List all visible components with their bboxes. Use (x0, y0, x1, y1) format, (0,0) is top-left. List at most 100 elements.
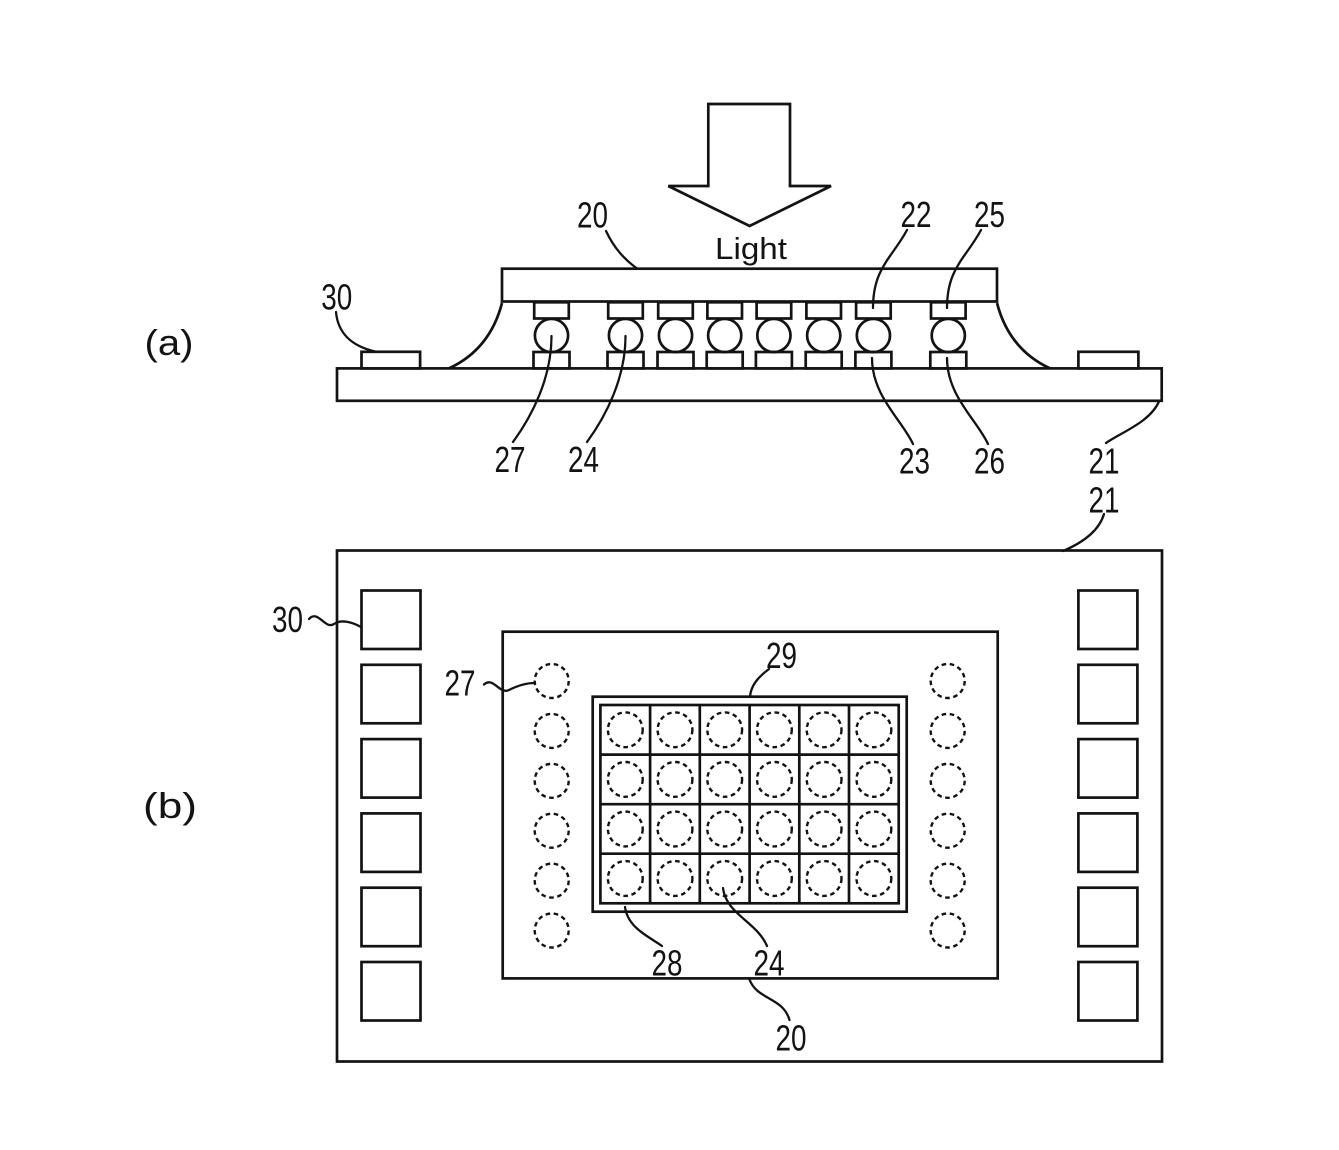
leader-27-b (482, 681, 536, 692)
peripheral-ball-circle (533, 762, 570, 799)
peripheral-ball-circle (929, 812, 966, 849)
grid-ball-circle (706, 859, 744, 898)
underfill-fillet-right (995, 302, 1051, 370)
leader-25-a (945, 228, 983, 310)
grid-ball-circle (855, 760, 893, 798)
grid-ball-circle (606, 711, 644, 749)
ref-label-28-b: 28 (652, 943, 683, 984)
leader-28-b (623, 905, 664, 948)
transparent-plate-20 (500, 267, 999, 303)
grid-ball-circle (855, 859, 893, 898)
grid-ball-circle (706, 711, 744, 749)
leader-30-a (334, 310, 377, 353)
ref-label-20-b: 20 (776, 1018, 807, 1059)
leader-22-a (871, 228, 909, 310)
leader-24-b (721, 886, 769, 948)
top-electrode-pad (805, 300, 843, 320)
grid-ball-circle (656, 859, 694, 898)
grid-ball-circle (755, 711, 793, 749)
leader-29-b (748, 667, 771, 698)
ref-label-27-a: 27 (495, 439, 526, 480)
peripheral-ball-circle (533, 912, 570, 949)
board-pad-30-left (360, 350, 422, 370)
peripheral-ball-circle (533, 862, 570, 899)
board-pad-square-right (1077, 812, 1139, 874)
leader-20-a (604, 229, 639, 270)
leader-24-a (585, 334, 627, 444)
leader-27-a (511, 334, 553, 444)
grid-ball-circle (606, 859, 644, 898)
ref-label-20-a: 20 (577, 195, 608, 236)
board-pad-square-right (1077, 663, 1139, 725)
top-electrode-pad (929, 300, 967, 320)
grid-ball-circle (606, 760, 644, 798)
bottom-electrode-pad (705, 350, 745, 370)
top-electrode-pad (656, 300, 695, 320)
bottom-electrode-pad (532, 350, 571, 370)
grid-ball-circle (656, 810, 694, 848)
grid-ball-circle (805, 711, 843, 749)
bottom-electrode-pad (754, 350, 794, 370)
chip-outline-20 (501, 630, 1000, 980)
peripheral-ball-circle (929, 912, 966, 949)
solder-ball (855, 317, 892, 354)
ref-label-29-b: 29 (766, 635, 797, 676)
ref-label-21-b: 21 (1089, 480, 1120, 521)
top-electrode-pad (606, 300, 645, 320)
ref-label-23-a: 23 (899, 441, 930, 482)
leader-30-b (307, 615, 363, 629)
grid-ball-circle (706, 810, 744, 848)
bumps-a (532, 300, 968, 370)
peripheral-ball-circle (929, 862, 966, 899)
grid-ball-circle (606, 810, 644, 848)
ref-label-24-b: 24 (754, 943, 785, 984)
leader-21-b (1061, 512, 1106, 553)
peripheral-ball-circle (533, 812, 570, 849)
board-pad-square-right (1077, 589, 1139, 651)
grid-ball-circle (656, 760, 694, 798)
wiring-board-21-section (335, 367, 1164, 403)
board-pad-square-right (1077, 960, 1139, 1022)
peripheral-ball-circle (929, 762, 966, 799)
top-electrode-pad (755, 300, 793, 320)
board-pad-30-right (1077, 350, 1140, 370)
leader-23-a (870, 356, 915, 446)
panel-a-tag: (a) (145, 322, 194, 363)
peripheral-ball-circle (929, 712, 966, 750)
ref-label-24-a: 24 (568, 439, 599, 480)
bottom-electrode-pad (804, 350, 844, 370)
grid-ball-circle (755, 810, 793, 848)
bottom-electrode-pad (606, 350, 645, 370)
board-pad-square-left (360, 737, 422, 799)
panel-a: Light (a) 30 20 22 25 27 24 23 26 21 (145, 102, 1164, 482)
solder-ball (657, 317, 694, 354)
board-pad-square-right (1077, 737, 1139, 799)
board-pad-square-left (360, 663, 422, 725)
peripheral-ball-circle (533, 712, 570, 750)
board-pad-square-left (360, 886, 422, 948)
ref-label-27-b: 27 (445, 663, 476, 704)
grid-ball-circle (755, 859, 793, 898)
board-pad-square-left (360, 960, 422, 1022)
grid-ball-circle (805, 760, 843, 798)
solder-ball (805, 317, 842, 354)
peripheral-ball-circle (533, 662, 570, 700)
board-pad-square-left (360, 589, 422, 651)
bottom-electrode-pad (656, 350, 695, 370)
solder-ball (706, 317, 743, 354)
board-pad-square-left (360, 812, 422, 874)
ref-label-26-a: 26 (974, 441, 1005, 482)
ref-label-22-a: 22 (901, 194, 932, 235)
panel-b: (b) 21 30 27 29 28 24 20 (143, 480, 1164, 1063)
ref-label-21-a: 21 (1089, 441, 1120, 482)
grid-ball-circle (805, 859, 843, 898)
ref-label-30-b: 30 (272, 599, 303, 640)
panel-b-tag: (b) (143, 785, 197, 826)
grid-ball-circle (855, 711, 893, 749)
leader-21-a (1104, 400, 1161, 445)
top-electrode-pad (706, 300, 744, 320)
underfill-fillet-left (448, 302, 504, 370)
light-label: Light (715, 231, 787, 266)
